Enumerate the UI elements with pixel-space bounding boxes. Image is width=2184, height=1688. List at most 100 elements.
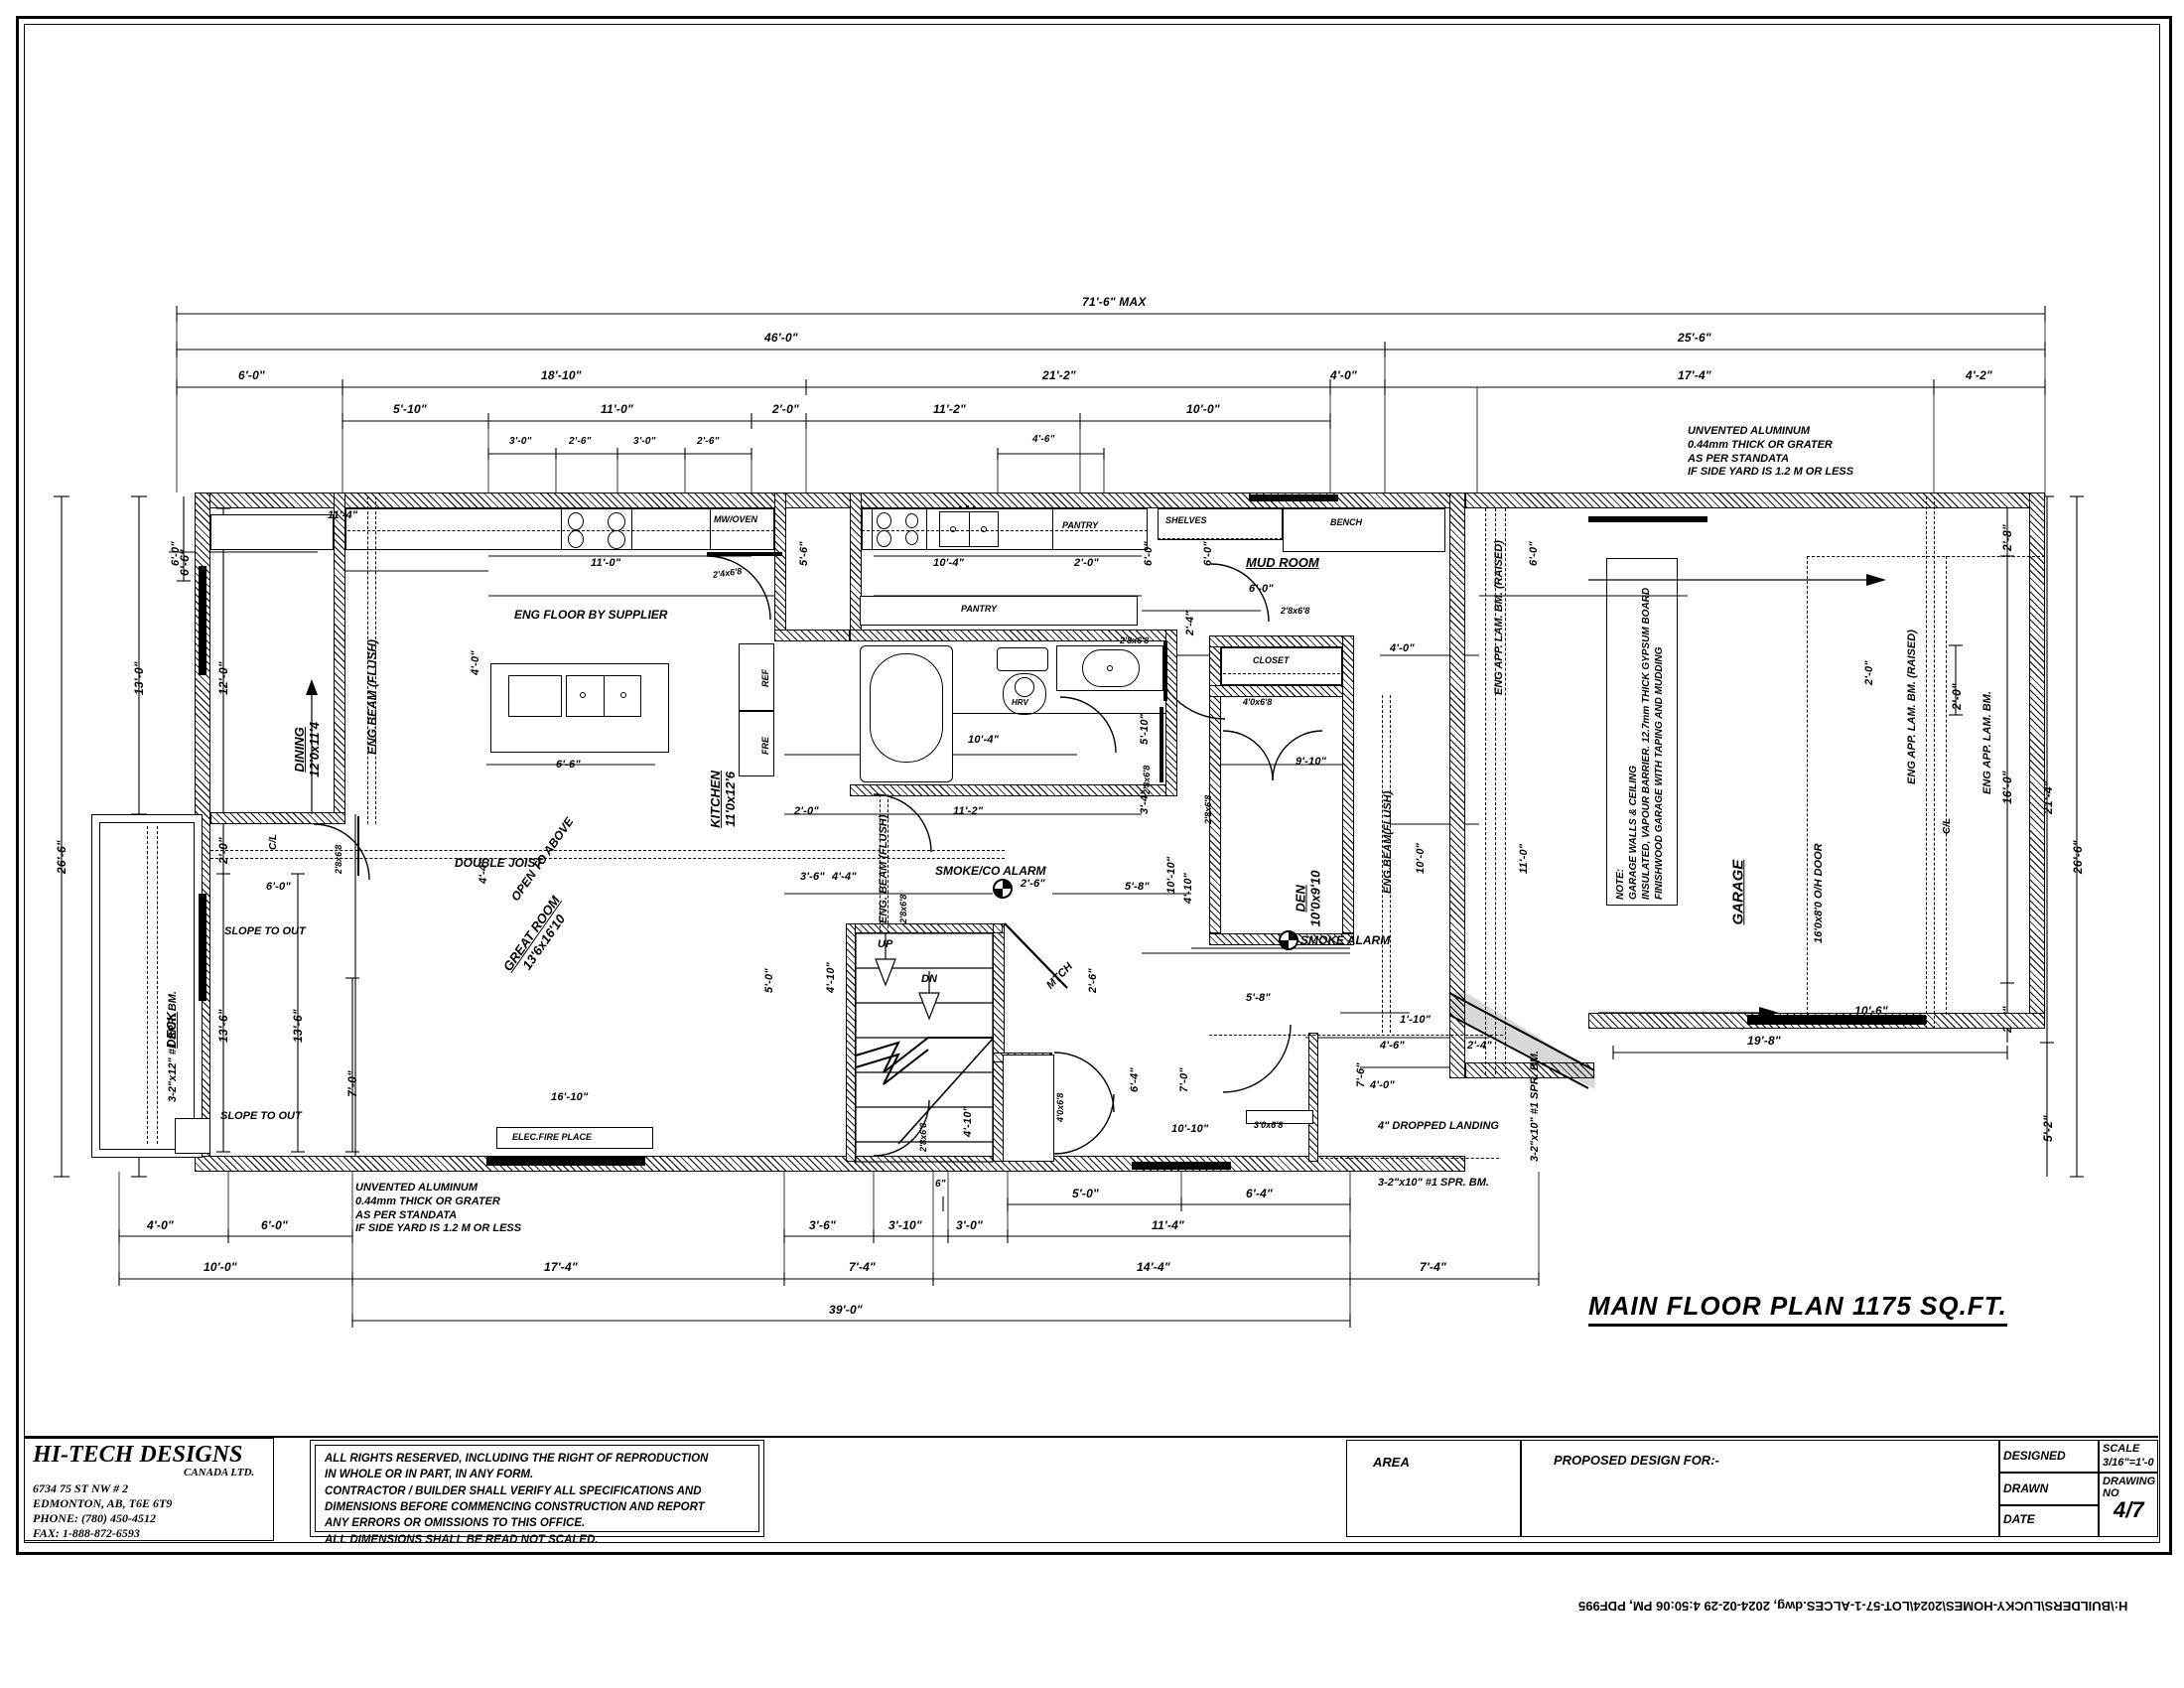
- note-aluminum-top: UNVENTED ALUMINUM 0.44mm THICK OR GRATER…: [1688, 425, 1853, 480]
- sink-drain-1: [950, 526, 956, 532]
- int-dim-5-10: 5'-10": [1139, 713, 1151, 745]
- int-dim-2-6-smoke: 2'-6": [1021, 878, 1045, 890]
- exterior-wall-bottom: [195, 1156, 1465, 1172]
- island-drain-1: [580, 692, 586, 698]
- beam-dash-dining-a: [367, 496, 368, 824]
- room-den-label: DEN: [1293, 885, 1308, 913]
- room-kitchen-size: 11'0x12'6: [722, 772, 738, 827]
- dim-4-2-top: 4'-2": [1966, 368, 1992, 382]
- company-address1: 6734 75 ST NW # 2: [33, 1481, 129, 1495]
- upper-cab-dash-2: [862, 530, 1148, 531]
- oh-door-label: 16'0x8'0 O/H DOOR: [1813, 843, 1825, 943]
- window-garage-top: [1588, 516, 1707, 522]
- burner-7: [877, 530, 891, 547]
- int-dim-10-4-bath: 10'-4": [968, 734, 1000, 746]
- int-dim-6-0-b: 6'-0": [1143, 541, 1155, 566]
- dim-3-6-bot: 3'-6": [809, 1218, 836, 1232]
- int-dim-3-4: 3'-4": [1139, 789, 1151, 814]
- wall-stair-left: [846, 923, 856, 1162]
- shelves-casework: [1158, 508, 1283, 540]
- island-drain-2: [620, 692, 626, 698]
- wall-garage-house-common: [1449, 492, 1465, 1078]
- faucet-dot-2: [966, 505, 969, 508]
- dim-7-4-bot-b: 7'-4": [1420, 1260, 1446, 1274]
- int-dim-4-0-island: 4'-0": [470, 650, 481, 675]
- counter-kitchen-upper: [345, 508, 774, 550]
- dim-5-0-bot: 5'-0": [1072, 1187, 1099, 1200]
- room-garage: GARAGE: [1729, 860, 1746, 925]
- note-aluminum-b2: 0.44mm THICK OR GRATER: [355, 1195, 500, 1207]
- beam-dash-den-b: [1390, 695, 1391, 1033]
- dim-25-6: 25'-6": [1678, 331, 1711, 345]
- smoke-co-alarm-icon: [993, 879, 1013, 899]
- company-address2: EDMONTON, AB, T6E 6T9: [33, 1496, 173, 1510]
- wall-kitchen-right: [774, 492, 786, 641]
- dim-3-0-a: 3'-0": [509, 436, 532, 447]
- wall-mud-closet-top: [1209, 635, 1354, 647]
- room-dining-label: DINING: [291, 727, 307, 773]
- int-dim-2-0-right-garage: 2'-0": [1863, 660, 1875, 685]
- dim-17-4-top: 17'-4": [1678, 368, 1711, 382]
- int-dim-10-10-bottom: 10'-10": [1171, 1123, 1209, 1135]
- note-aluminum-b4: IF SIDE YARD IS 1.2 M OR LESS: [355, 1222, 522, 1235]
- beam-dash-bath-a: [880, 794, 881, 933]
- dim-3-0-b: 3'-0": [633, 436, 656, 447]
- int-dim-4-6-landing: 4'-6": [1380, 1040, 1405, 1052]
- spr-bm-garage-label: 3-2"x10" #1 SPR. BM.: [1529, 1051, 1541, 1162]
- dim-3-10-bot: 3'-10": [888, 1218, 922, 1232]
- company-fax: FAX: 1-888-872-6593: [33, 1526, 140, 1540]
- note-aluminum-b3: AS PER STANDATA: [355, 1208, 458, 1221]
- door-leaf-mud: [1163, 641, 1167, 701]
- dim-19-8: 19'-8": [1747, 1034, 1781, 1048]
- tb-area-cell: AREA: [1346, 1440, 1521, 1537]
- door-size-storage: 3'0x6'8: [1254, 1120, 1284, 1130]
- int-dim-3-6-stair: 3'-6": [800, 871, 825, 883]
- dim-11-0-top: 11'-0": [601, 402, 633, 416]
- int-dim-2-4-landing: 2'-4": [1467, 1040, 1492, 1052]
- room-kitchen: KITCHEN 11'0x12'6: [708, 771, 739, 828]
- up-label: UP: [878, 938, 893, 950]
- bathtub-basin: [870, 653, 943, 763]
- door-leaf-dining: [357, 816, 359, 876]
- burner-6: [905, 513, 918, 528]
- door-size-stair: 2'8x6'8: [898, 894, 908, 923]
- int-dim-7-0-den: 7'-0": [1178, 1067, 1190, 1092]
- int-dim-2-0-bath: 2'-0": [794, 805, 819, 817]
- note-garage: NOTE: GARAGE WALLS & CEILING INSULATED, …: [1614, 588, 1666, 900]
- disclaimer-l5: ANY ERRORS OR OMISSIONS TO THIS OFFICE.: [325, 1517, 586, 1530]
- date-label: DATE: [2003, 1512, 2035, 1526]
- room-dining: DINING 12'0x11'4: [291, 722, 323, 777]
- tb-scale-cell: SCALE 3/16"=1'-0: [2099, 1440, 2158, 1473]
- wall-bath-bottom: [850, 784, 1177, 796]
- mud-dash: [1209, 1035, 1503, 1036]
- dim-18-10: 18'-10": [541, 368, 582, 382]
- int-dim-6-0-a: 6'-0": [170, 541, 182, 566]
- closet-mud-label: CLOSET: [1253, 655, 1290, 665]
- eng-app-lam-raised-2: ENG APP. LAM. BM. (RAISED): [1906, 630, 1918, 784]
- dim-13-6-deck: 13'-6": [216, 1009, 230, 1043]
- closet-mud-casework: [1221, 647, 1342, 685]
- dim-5-2-right: 5'-2": [2041, 1115, 2055, 1142]
- bench-casework: [1283, 508, 1445, 552]
- up-arrow-icon: [882, 959, 895, 975]
- spr-bm-deck-label: 3-2"x12" #1 SPR. BM.: [167, 991, 179, 1102]
- note-garage-l2: GARAGE WALLS & CEILING: [1628, 766, 1639, 900]
- dim-14-4-bot: 14'-4": [1137, 1260, 1170, 1274]
- dim-26-6-left: 26'-6": [55, 840, 68, 874]
- eng-beam-flush-den: ENG.BEAM(FLUSH): [1382, 790, 1394, 894]
- upper-cab-dash-1: [347, 530, 774, 531]
- note-aluminum-l3: AS PER STANDATA: [1688, 452, 1790, 465]
- eng-app-lam-bm-right: ENG APP. LAM. BM.: [1981, 691, 1993, 794]
- tb-proposed-cell: PROPOSED DESIGN FOR:-: [1521, 1440, 1999, 1537]
- int-dim-4-0-landing: 4'-0": [1370, 1079, 1395, 1091]
- wall-dining-kitchen: [334, 492, 345, 822]
- beam-dash-bath-b: [887, 794, 888, 933]
- burner-2: [608, 512, 625, 531]
- int-dim-6-0-mudroom: 6'-0": [1249, 583, 1274, 595]
- room-den: DEN 10'0x9'10: [1293, 871, 1323, 927]
- door-size-small: 2'8x6'8: [1203, 794, 1213, 824]
- deck-beam-dash-2: [157, 826, 158, 1144]
- note-garage-l3: INSULATED, VAPOUR BARRIER. 12.7mm THICK …: [1641, 587, 1652, 900]
- int-dim-5-6: 5'-6": [798, 541, 810, 566]
- disclaimer-l2: IN WHOLE OR IN PART, IN ANY FORM.: [325, 1469, 534, 1481]
